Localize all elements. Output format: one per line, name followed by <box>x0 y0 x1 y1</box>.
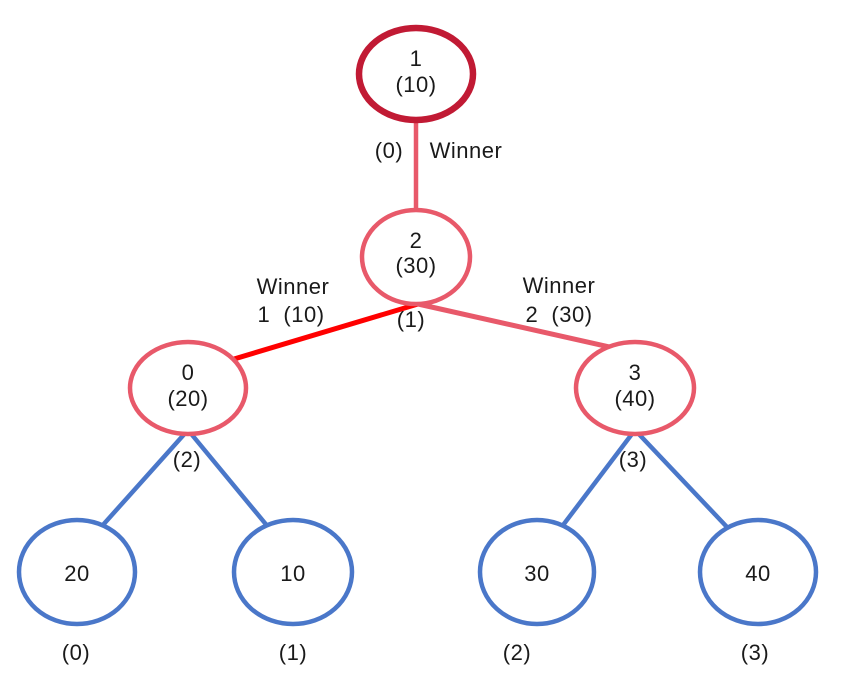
tree-labels: 1 (10) (0) Winner 2 (30) (1) Winner 1 (1… <box>62 46 770 665</box>
leaf-value: 20 <box>64 561 89 586</box>
edge-right-winner-value: 2 (30) <box>525 302 592 327</box>
tree-edges <box>83 80 746 547</box>
leaf-slot-label: (0) <box>62 640 90 665</box>
node-3-circle <box>573 339 697 437</box>
leaf-value: 30 <box>524 561 549 586</box>
node-root-label: 1 <box>410 46 423 71</box>
leaf-40-circle <box>697 517 819 627</box>
leaf-10-circle <box>231 517 355 627</box>
leaf-30-circle <box>477 517 597 627</box>
edge-right-winner-label: Winner <box>523 273 596 298</box>
node-root-circle <box>355 24 477 124</box>
node-2-circle <box>359 207 473 307</box>
node-2-label: 2 <box>410 228 423 253</box>
node-0-slot-label: (2) <box>173 447 201 472</box>
node-3-key: (40) <box>614 386 655 411</box>
node-3-slot-label: (3) <box>619 447 647 472</box>
edge-node2-to-node0-winner-path <box>223 301 419 365</box>
edge-node3-to-leaf-40 <box>633 428 746 547</box>
node-0-label: 0 <box>182 360 195 385</box>
leaf-20-circle <box>16 517 138 627</box>
edge-left-winner-label: Winner <box>257 274 330 299</box>
node-root-key: (10) <box>395 72 436 97</box>
node-3-label: 3 <box>629 360 642 385</box>
tree-nodes <box>16 24 819 627</box>
leaf-slot-label: (2) <box>503 640 531 665</box>
node-0-circle <box>127 339 249 437</box>
leaf-slot-label: (1) <box>279 640 307 665</box>
leaf-value: 40 <box>745 561 770 586</box>
edge-left-winner-value: 1 (10) <box>257 302 324 327</box>
root-edge-slot-label: (0) <box>375 138 403 163</box>
node-2-slot-label: (1) <box>397 307 425 332</box>
root-edge-winner-label: Winner <box>430 138 503 163</box>
node-0-key: (20) <box>167 386 208 411</box>
leaf-slot-label: (3) <box>741 640 769 665</box>
node-2-key: (30) <box>395 253 436 278</box>
leaf-value: 10 <box>280 561 305 586</box>
